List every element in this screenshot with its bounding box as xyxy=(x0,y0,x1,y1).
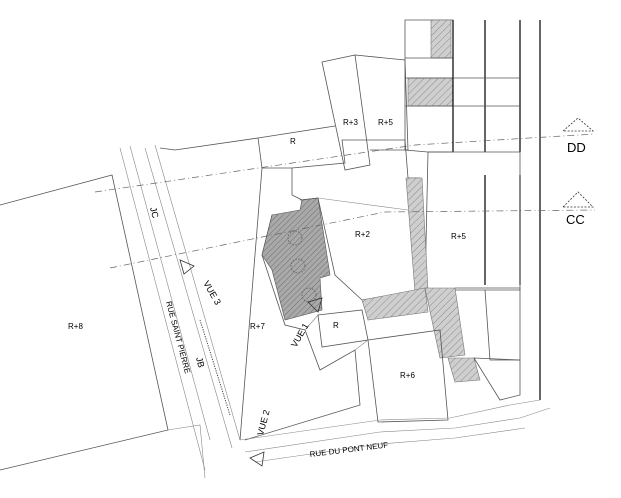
street-pont-neuf-edge xyxy=(244,407,551,453)
street-edge-line xyxy=(119,147,206,471)
building-r8-outline xyxy=(0,174,169,471)
label-rue-du-pont-neuf: RUE DU PONT NEUF xyxy=(309,440,389,459)
building-lower-right xyxy=(455,287,521,361)
r-small-building xyxy=(317,309,369,348)
label-r6: R+6 xyxy=(400,371,415,380)
label-r5-top: R+5 xyxy=(378,118,393,127)
label-r3: R+3 xyxy=(343,118,358,127)
parcel-line xyxy=(354,339,369,351)
building-r2-inner xyxy=(317,197,409,211)
hatched-wall xyxy=(361,287,429,321)
label-r8: R+8 xyxy=(68,322,83,331)
building-r3-outline xyxy=(321,54,371,171)
section-line-cc xyxy=(109,209,596,269)
section-marker-cc xyxy=(562,191,594,208)
label-r-top: R xyxy=(290,137,296,146)
label-r-small: R xyxy=(333,321,339,330)
label-r7: R+7 xyxy=(250,322,265,331)
parcel-line xyxy=(257,125,336,139)
fence-line xyxy=(199,319,231,416)
label-jc: JC xyxy=(148,206,161,220)
building-r5-top-outline xyxy=(354,54,409,151)
street-edge-line xyxy=(129,145,211,441)
building-r5-right-outline xyxy=(424,151,521,291)
tree-symbol xyxy=(301,287,317,303)
vue1-marker xyxy=(307,297,323,313)
vue3-marker xyxy=(179,259,195,275)
hatched-area xyxy=(447,357,481,383)
vue2-marker xyxy=(249,451,265,467)
label-rue-saint-pierre: RUE SAINT PIERRE xyxy=(164,300,192,374)
street-edge-line xyxy=(144,147,233,449)
tree-symbol xyxy=(287,230,303,246)
hatched-area xyxy=(430,19,452,59)
section-marker-dd xyxy=(561,117,595,132)
hatched-wall xyxy=(424,287,466,359)
label-vue3: VUE 3 xyxy=(201,279,223,307)
tree-symbol xyxy=(290,258,306,274)
courtyard-line xyxy=(304,314,319,331)
label-r2: R+2 xyxy=(355,230,370,239)
label-vue1: VUE 1 xyxy=(289,321,311,349)
hatched-area xyxy=(407,77,454,107)
building-lower-right xyxy=(473,357,521,401)
parcel-line xyxy=(174,137,263,441)
label-r5-right: R+5 xyxy=(451,232,466,241)
label-section-cc: CC xyxy=(566,212,585,227)
label-jb: JB xyxy=(194,356,206,369)
street-pont-neuf-edge xyxy=(254,427,526,463)
building-r8-bottom-edge xyxy=(167,424,206,479)
street-edge-line xyxy=(154,144,241,441)
label-section-dd: DD xyxy=(567,140,586,155)
hatched-wall xyxy=(405,177,429,293)
section-line-dd xyxy=(94,133,596,193)
building-r6-outline xyxy=(367,329,449,423)
parcel-line xyxy=(159,147,176,151)
street-pont-neuf-edge xyxy=(239,399,541,441)
